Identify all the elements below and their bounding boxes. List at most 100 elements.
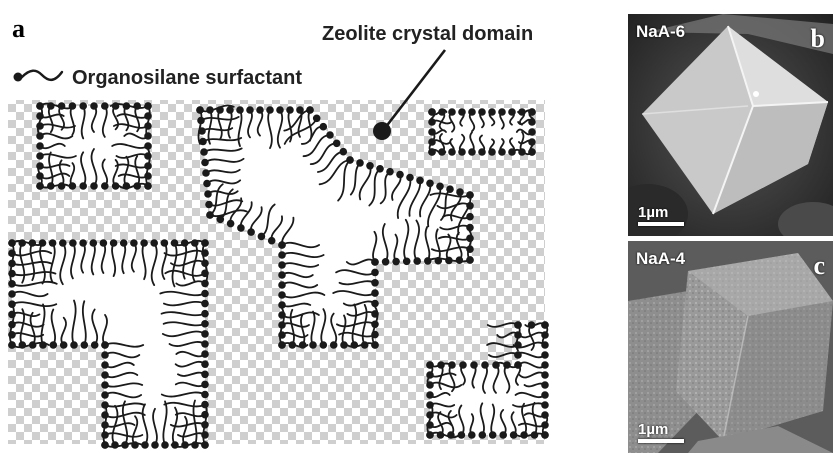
panel-c-scale-label: 1µm [638, 421, 684, 438]
surfactant-head [39, 341, 47, 349]
surfactant-head [101, 381, 109, 389]
surfactant-head [438, 148, 446, 156]
surfactant-head [541, 421, 549, 429]
surfactant-head [528, 128, 536, 136]
surfactant-head [371, 279, 379, 287]
surfactant-head [466, 235, 474, 243]
surfactant-head [36, 162, 44, 170]
surfactant-head [144, 182, 152, 190]
surfactant-head [528, 108, 536, 116]
surfactant-head [29, 341, 37, 349]
surfactant-head [503, 361, 511, 369]
panel-b-scale-bar: 1µm [638, 204, 684, 226]
surfactant-head [36, 132, 44, 140]
surfactant-head [466, 224, 474, 232]
surfactant-head [406, 174, 414, 182]
surfactant-head [371, 321, 379, 329]
surfactant-head [140, 239, 148, 247]
surfactant-head [266, 106, 274, 114]
surfactant-head [371, 289, 379, 297]
surfactant-head [206, 211, 214, 219]
surfactant-head [201, 259, 209, 267]
surfactant-head [201, 381, 209, 389]
surfactant-head [8, 321, 16, 329]
surfactant-head [58, 102, 66, 110]
surfactant-head [428, 148, 436, 156]
surfactant-head [278, 261, 286, 269]
panel-b-letter: b [811, 24, 825, 54]
surfactant-head [144, 152, 152, 160]
surfactant-head [426, 431, 434, 439]
surfactant-head [428, 138, 436, 146]
surfactant-head [201, 391, 209, 399]
panel-c-sem-image: NaA-4 c 1µm [628, 241, 833, 453]
surfactant-head [514, 321, 522, 329]
surfactant-head [144, 142, 152, 150]
surfactant-head [8, 300, 16, 308]
surfactant-head [201, 310, 209, 318]
surfactant-head [69, 102, 77, 110]
surfactant-head [101, 351, 109, 359]
surfactant-head [541, 351, 549, 359]
surfactant-head [448, 361, 456, 369]
surfactant-head [438, 108, 446, 116]
surfactant-head [237, 224, 245, 232]
surfactant-head [8, 341, 16, 349]
surfactant-head [278, 271, 286, 279]
surfactant-head [8, 331, 16, 339]
surfactant-head [426, 180, 434, 188]
surfactant-head [371, 258, 379, 266]
surfactant-head [320, 123, 328, 131]
surfactant-head [150, 239, 158, 247]
surfactant-head [448, 108, 456, 116]
surfactant-head [171, 239, 179, 247]
surfactant-head [426, 401, 434, 409]
surfactant-head [199, 138, 207, 146]
surfactant-head [466, 191, 474, 199]
surfactant-head [458, 431, 466, 439]
surfactant-head [202, 169, 210, 177]
surfactant-head [306, 106, 314, 114]
surfactant-head [426, 391, 434, 399]
surfactant-head [8, 239, 16, 247]
surfactant-head [90, 182, 98, 190]
surfactant-head [101, 441, 109, 449]
surfactant-head [191, 239, 199, 247]
surfactant-head [286, 106, 294, 114]
surfactant-head [366, 162, 374, 170]
surfactant-head [197, 117, 205, 125]
surfactant-head [246, 106, 254, 114]
surfactant-head [489, 431, 497, 439]
surfactant-head [226, 106, 234, 114]
surfactant-head [79, 239, 87, 247]
surfactant-head [340, 148, 348, 156]
surfactant-head [520, 431, 528, 439]
surfactant-head [8, 290, 16, 298]
surfactant-head [8, 280, 16, 288]
surfactant-head [426, 421, 434, 429]
surfactant-head [456, 188, 464, 196]
surfactant-head [541, 361, 549, 369]
surfactant-head [60, 341, 68, 349]
surfactant-head [191, 441, 199, 449]
surfactant-head [514, 341, 522, 349]
surfactant-head [426, 361, 434, 369]
surfactant-head [19, 341, 27, 349]
surfactant-head [371, 341, 379, 349]
surfactant-head [8, 260, 16, 268]
surfactant-head [541, 371, 549, 379]
callout-label: Zeolite crystal domain [322, 23, 533, 45]
surfactant-head [371, 331, 379, 339]
surfactant-head [91, 341, 99, 349]
surfactant-head [8, 311, 16, 319]
surfactant-head [309, 341, 317, 349]
surfactant-head [201, 371, 209, 379]
surfactant-head [437, 361, 445, 369]
surfactant-head [518, 148, 526, 156]
surfactant-head [36, 142, 44, 150]
panel-b-sample-label: NaA-6 [636, 22, 685, 42]
surfactant-head [458, 108, 466, 116]
surfactant-head [101, 361, 109, 369]
surfactant-head [346, 156, 354, 164]
surfactant-head [426, 371, 434, 379]
